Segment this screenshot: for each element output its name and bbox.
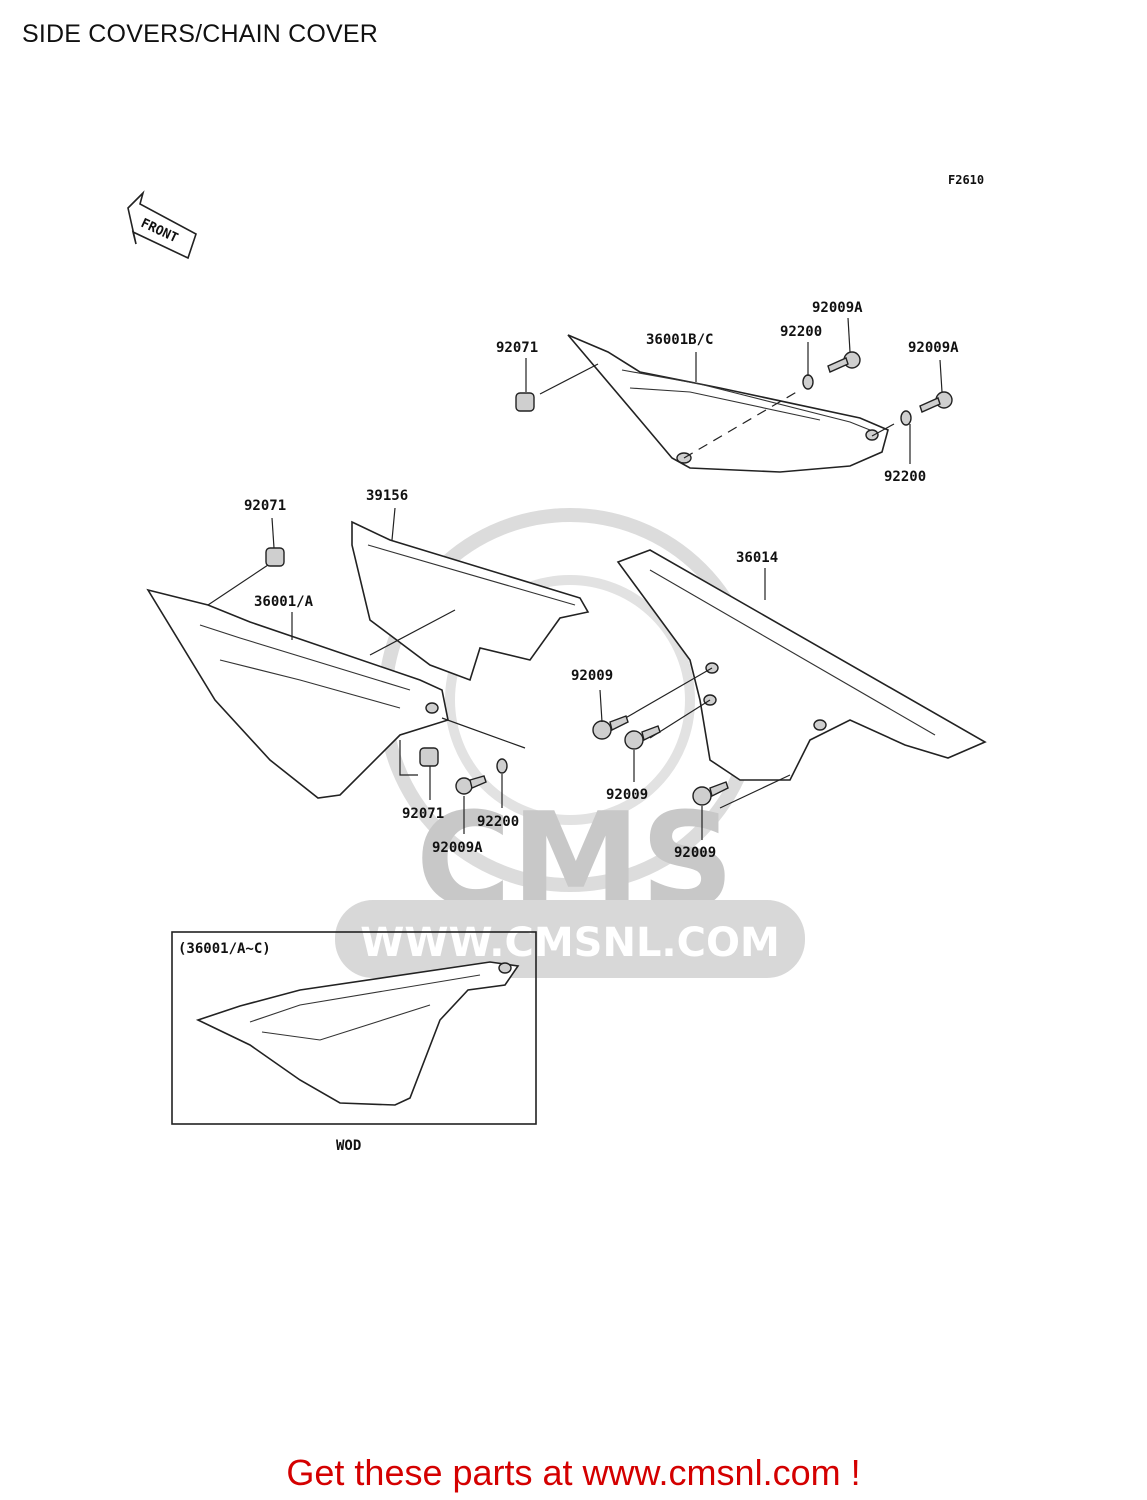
hardware-left xyxy=(265,547,508,795)
callout-92009-mid-1: 92009 xyxy=(571,668,613,684)
front-arrow: FRONT xyxy=(127,190,197,260)
callout-92071-top: 92071 xyxy=(496,340,538,356)
hardware-mid xyxy=(592,715,729,806)
side-cover-36001BC xyxy=(539,334,895,473)
page-title: SIDE COVERS/CHAIN COVER xyxy=(22,20,379,48)
plate-39156 xyxy=(351,520,590,682)
leader-lines xyxy=(271,317,943,840)
watermark-url-box xyxy=(335,900,805,978)
callout-92200-right: 92200 xyxy=(884,469,926,485)
inset-label: (36001/A~C) xyxy=(178,941,271,957)
callout-92071-bottom: 92071 xyxy=(402,806,444,822)
callout-92009-mid-2: 92009 xyxy=(606,787,648,803)
inset-box: (36001/A~C) xyxy=(171,931,537,1125)
callout-92071-left: 92071 xyxy=(244,498,286,514)
watermark-url-text: WWW.CMSNL.COM xyxy=(360,920,780,966)
chain-cover-36014 xyxy=(616,549,987,809)
figure-code: F2610 xyxy=(948,173,984,187)
callout-92200-top: 92200 xyxy=(780,324,822,340)
cta-banner[interactable]: Get these parts at www.cmsnl.com ! xyxy=(286,1452,861,1493)
callout-92009A-top-1: 92009A xyxy=(812,300,863,316)
callout-36001A: 36001/A xyxy=(254,594,314,610)
inset-caption: WOD xyxy=(336,1138,361,1154)
callout-92200-bottom: 92200 xyxy=(477,814,519,830)
callout-36014: 36014 xyxy=(736,550,778,566)
callout-92009-low: 92009 xyxy=(674,845,716,861)
callout-92009A-bottom: 92009A xyxy=(432,840,483,856)
callout-92009A-top-2: 92009A xyxy=(908,340,959,356)
callout-39156: 39156 xyxy=(366,488,408,504)
hardware-upper xyxy=(515,351,953,426)
watermark-mascot-inner xyxy=(445,575,695,825)
callout-36001BC: 36001B/C xyxy=(646,332,713,348)
watermark: CMS WWW.CMSNL.COM xyxy=(335,508,805,978)
side-cover-36001A xyxy=(146,564,526,799)
